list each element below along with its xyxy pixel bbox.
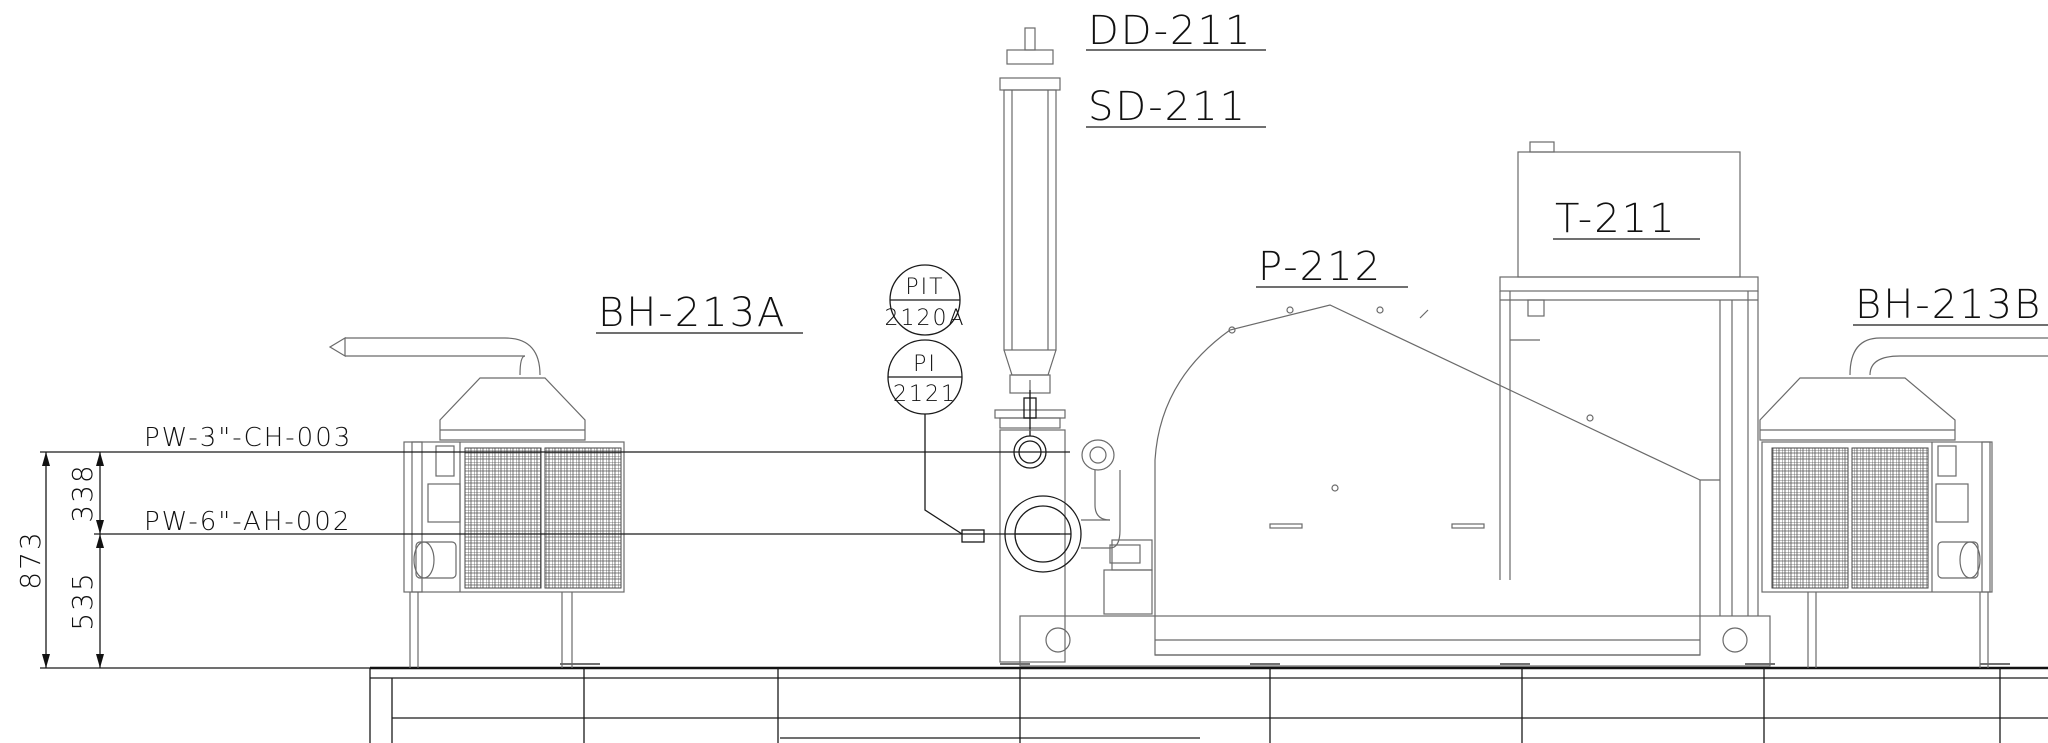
label-sd-211: SD-211 bbox=[1088, 84, 1247, 130]
pi-tag: PI bbox=[913, 352, 937, 377]
instrument-pi-2121: PI 2121 bbox=[887, 339, 963, 415]
pit-tag: PIT bbox=[905, 275, 944, 300]
line-number-labels: PW-3"-CH-003 PW-6"-AH-002 bbox=[144, 423, 352, 537]
pump-base-frame bbox=[1019, 300, 1771, 667]
line-leaders bbox=[40, 451, 1070, 669]
label-t-211: T-211 bbox=[1555, 196, 1677, 242]
dimension-lines bbox=[42, 452, 104, 668]
pit-number: 2120A bbox=[884, 306, 965, 331]
label-p-212: P-212 bbox=[1258, 244, 1382, 290]
dimension-labels: 873 338 535 bbox=[14, 463, 99, 630]
piping-assembly bbox=[961, 429, 1153, 663]
label-bh-213b: BH-213B bbox=[1855, 282, 2042, 328]
equipment-labels: DD-211 SD-211 T-211 P-212 BH-213A BH-213… bbox=[596, 8, 2048, 336]
instrument-pit-2120a: PIT 2120A bbox=[884, 264, 965, 336]
pump-p-212 bbox=[1154, 304, 1701, 656]
blower-bh-213b bbox=[1759, 337, 2048, 668]
dim-upper: 338 bbox=[66, 463, 99, 522]
label-dd-211: DD-211 bbox=[1088, 8, 1252, 54]
instrument-leader bbox=[924, 414, 963, 535]
label-bh-213a: BH-213A bbox=[598, 290, 786, 336]
label-line-upper: PW-3"-CH-003 bbox=[144, 423, 352, 453]
label-line-lower: PW-6"-AH-002 bbox=[144, 507, 351, 537]
dim-lower: 535 bbox=[66, 571, 99, 630]
dust-collector-column bbox=[994, 27, 1066, 469]
tank-t-211 bbox=[1499, 141, 1759, 616]
pi-number: 2121 bbox=[893, 382, 957, 407]
dim-total: 873 bbox=[14, 530, 47, 589]
blower-bh-213a bbox=[328, 336, 625, 668]
skid-base-frame bbox=[369, 663, 2048, 743]
